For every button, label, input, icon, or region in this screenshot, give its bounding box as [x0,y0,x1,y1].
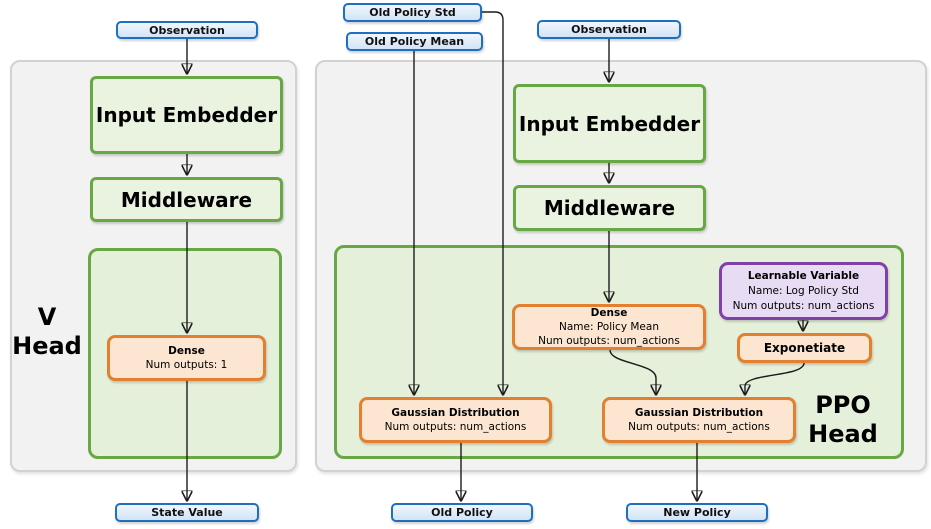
middleware-node-v: Middleware [90,177,283,222]
dense-node-v-detail: Num outputs: 1 [145,359,228,371]
gaussian-old-outputs: Num outputs: num_actions [384,421,527,433]
dense-policy-mean-node: Dense Name: Policy Mean Num outputs: num… [512,304,706,350]
v-head-label: V Head [12,303,82,361]
exponetiate-node: Exponetiate [737,333,872,363]
observation-node-ppo: Observation [537,20,681,39]
observation-node-v: Observation [116,21,258,39]
gaussian-distribution-new-node: Gaussian Distribution Num outputs: num_a… [602,397,796,443]
dense-policy-mean-outputs: Num outputs: num_actions [538,335,680,347]
v-head-label-line1: V [37,303,57,331]
gaussian-old-title: Gaussian Distribution [391,407,520,419]
old-policy-std-node: Old Policy Std [343,3,482,22]
dense-node-v-title: Dense [168,345,205,357]
dense-node-v: Dense Num outputs: 1 [107,335,266,381]
old-policy-node: Old Policy [391,503,533,522]
dense-policy-mean-title: Dense [590,307,628,319]
dense-policy-mean-name: Name: Policy Mean [558,321,659,333]
input-embedder-node-v: Input Embedder [90,76,283,154]
new-policy-node: New Policy [626,503,768,522]
gaussian-new-outputs: Num outputs: num_actions [628,421,770,433]
ppo-head-label-line2: Head [808,420,878,448]
learnable-variable-title: Learnable Variable [747,269,860,282]
old-policy-mean-node: Old Policy Mean [346,32,483,51]
learnable-variable-outputs: Num outputs: num_actions [732,299,875,312]
ppo-head-label: PPO Head [803,391,883,449]
state-value-node: State Value [115,503,259,522]
learnable-variable-node: Learnable Variable Name: Log Policy Std … [719,262,888,320]
input-embedder-node-ppo: Input Embedder [513,84,706,163]
ppo-head-label-line1: PPO [815,391,871,419]
middleware-node-ppo: Middleware [513,185,706,231]
learnable-variable-name: Name: Log Policy Std [748,284,859,297]
gaussian-new-title: Gaussian Distribution [634,407,764,419]
v-head-label-line2: Head [12,332,82,360]
gaussian-distribution-old-node: Gaussian Distribution Num outputs: num_a… [359,397,552,443]
